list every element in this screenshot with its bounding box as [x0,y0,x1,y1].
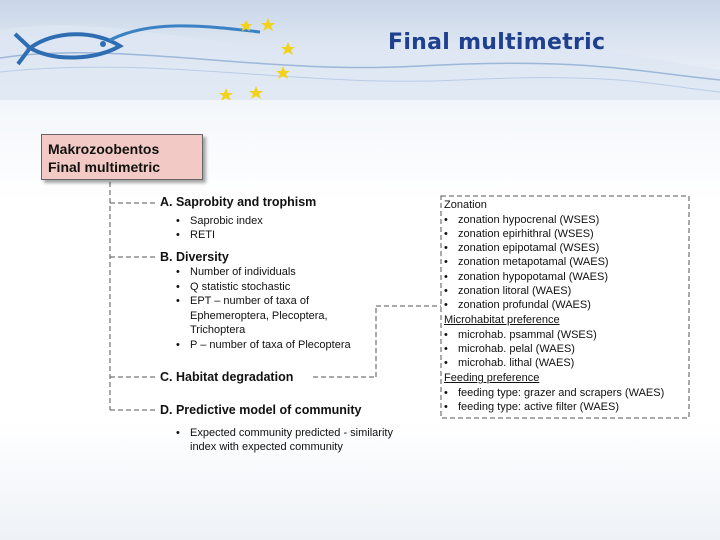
list-item: •Expected community predicted - similari… [176,427,393,439]
list-item: •feeding type: grazer and scrapers (WAES… [444,387,665,399]
zonation-heading: Zonation [444,199,487,211]
list-item: •microhab. pelal (WAES) [444,343,575,355]
section-c-title: C. Habitat degradation [160,370,294,384]
list-item: •zonation epirhithral (WSES) [444,228,594,240]
header-decoration [0,18,720,100]
box-line-1: Makrozoobentos [48,141,160,157]
list-item: •microhab. psammal (WSES) [444,329,597,341]
list-item: •zonation hypopotamal (WAES) [444,271,608,283]
makrozoobentos-box: Makrozoobentos Final multimetric [41,134,203,180]
list-item: •RETI [176,229,216,241]
list-item: •P – number of taxa of Plecoptera [176,339,351,351]
list-item: •microhab. lithal (WAES) [444,357,575,369]
list-item: •Number of individuals [176,266,296,278]
list-item: •zonation epipotamal (WSES) [444,242,600,254]
list-item-continuation: index with expected community [190,441,343,453]
section-b-title: B. Diversity [160,250,229,264]
list-item: •zonation litoral (WAES) [444,285,572,297]
list-item: •zonation metapotamal (WAES) [444,256,609,268]
fish-logo-icon [13,24,261,66]
list-item: •feeding type: active filter (WAES) [444,401,619,413]
list-item: •Q statistic stochastic [176,281,291,293]
list-item-continuation: Ephemeroptera, Plecoptera, [190,310,328,322]
section-d-title: D. Predictive model of community [160,403,362,417]
feeding-heading: Feeding preference [444,372,540,384]
section-a-title: A. Saprobity and trophism [160,195,317,209]
list-item: •Saprobic index [176,215,263,227]
list-item: •EPT – number of taxa of [176,295,310,307]
list-item-continuation: Trichoptera [190,324,246,336]
page-title: Final multimetric [388,30,606,55]
list-item: •zonation hypocrenal (WSES) [444,214,600,226]
microhabitat-heading: Microhabitat preference [444,314,560,326]
eu-stars-icon [219,18,295,100]
box-line-2: Final multimetric [48,159,161,175]
list-item: •zonation profundal (WAES) [444,299,591,311]
header-banner: Final multimetric [0,0,720,100]
